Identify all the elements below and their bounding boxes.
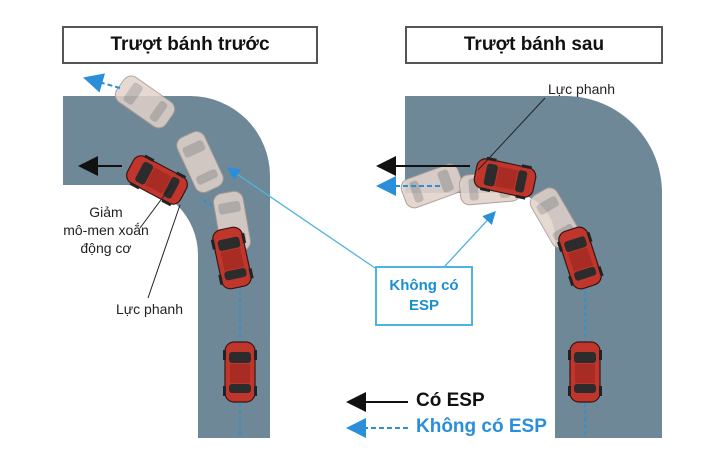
car-start-left	[222, 341, 258, 403]
callout-pointer-left	[226, 167, 376, 269]
torque-line-1: Giảm	[89, 204, 123, 220]
arrow-no-esp-left	[83, 73, 121, 93]
legend-without-esp: Không có ESP	[416, 416, 547, 437]
torque-line-3: động cơ	[80, 240, 132, 256]
right-panel-title: Trượt bánh sau	[405, 26, 663, 64]
braking-force-right-label: Lực phanh	[548, 81, 615, 97]
callout-pointer-right	[444, 211, 496, 267]
leader-brake-right	[477, 97, 546, 171]
torque-reduction-label: Giảm mô-men xoắn động cơ	[54, 203, 158, 257]
callout-line-2: ESP	[408, 297, 439, 314]
leader-brake-left	[147, 204, 181, 299]
leader-torque	[139, 184, 173, 229]
car-start-right	[567, 341, 603, 403]
left-panel-title: Trượt bánh trước	[62, 26, 318, 64]
braking-force-left-label: Lực phanh	[116, 301, 183, 317]
callout-line-1: Không có	[389, 277, 459, 294]
legend-with-esp: Có ESP	[416, 390, 485, 411]
no-esp-callout: Không có ESP	[375, 266, 473, 326]
torque-line-2: mô-men xoắn	[63, 222, 149, 238]
